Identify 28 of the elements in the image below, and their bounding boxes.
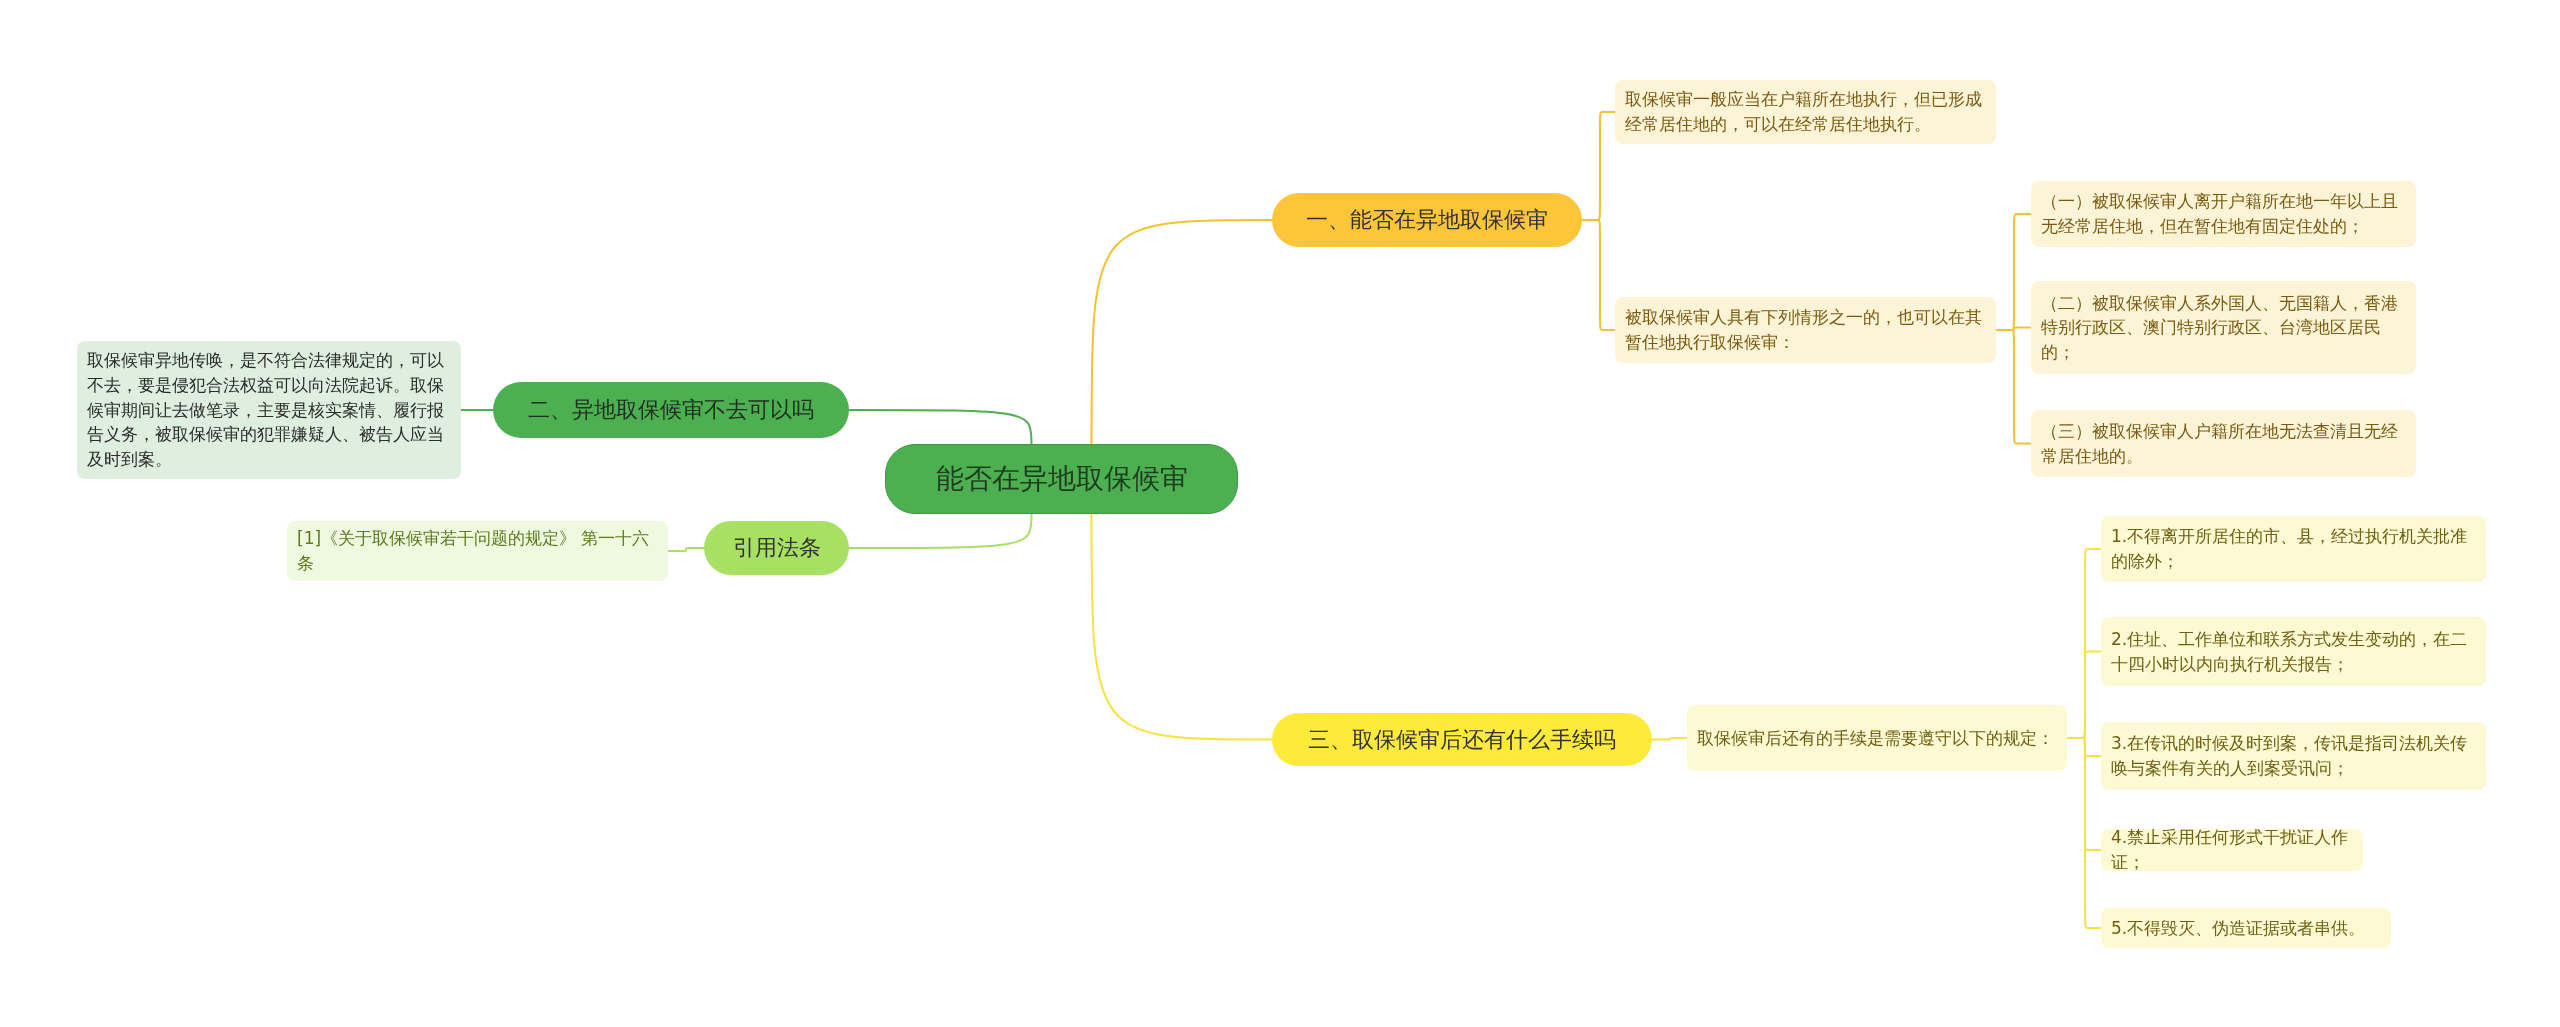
note-card: [1]《关于取保候审若干问题的规定》 第一十六条 bbox=[287, 521, 668, 581]
branch-topic: 一、能否在异地取保候审 bbox=[1272, 193, 1582, 247]
note-card: 被取保候审人具有下列情形之一的，也可以在其暂住地执行取保候审： bbox=[1615, 297, 1996, 363]
connector-line bbox=[460, 409, 494, 411]
note-card: （三）被取保候审人户籍所在地无法查清且无经常居住地的。 bbox=[2031, 410, 2416, 477]
connector-line bbox=[2066, 737, 2102, 929]
note-card: 1.不得离开所居住的市、县，经过执行机关批准的除外； bbox=[2101, 516, 2486, 582]
connector-line bbox=[1581, 219, 1616, 331]
note-card: 取保候审后还有的手续是需要遵守以下的规定： bbox=[1687, 705, 2067, 771]
branch-topic: 三、取保候审后还有什么手续吗 bbox=[1272, 713, 1652, 766]
note-card: 取保候审一般应当在户籍所在地执行，但已形成经常居住地的，可以在经常居住地执行。 bbox=[1615, 80, 1996, 144]
connector-line bbox=[1090, 513, 1273, 741]
connector-line bbox=[1090, 219, 1273, 445]
note-card: 取保候审异地传唤，是不符合法律规定的，可以不去，要是侵犯合法权益可以向法院起诉。取保候审期间让去做笔录，主要是核实案情、履行报告义务，被取保候审的犯罪嫌疑人、被告人应当及时到案。 bbox=[77, 341, 461, 479]
note-card: （一）被取保候审人离开户籍所在地一年以上且无经常居住地，但在暂住地有固定住处的； bbox=[2031, 181, 2416, 247]
connector-line bbox=[848, 513, 1033, 549]
note-card: 3.在传讯的时候及时到案，传讯是指司法机关传唤与案件有关的人到案受讯问； bbox=[2101, 722, 2486, 790]
branch-topic: 二、异地取保候审不去可以吗 bbox=[493, 382, 849, 438]
connector-line bbox=[1651, 737, 1688, 741]
note-card: （二）被取保候审人系外国人、无国籍人，香港特别行政区、澳门特别行政区、台湾地区居民的； bbox=[2031, 281, 2416, 374]
note-card: 4.禁止采用任何形式干扰证人作证； bbox=[2101, 829, 2363, 871]
central-topic: 能否在异地取保候审 bbox=[885, 444, 1238, 514]
connector-line bbox=[1995, 329, 2032, 445]
connector-line bbox=[667, 547, 705, 552]
note-card: 5.不得毁灭、伪造证据或者串供。 bbox=[2101, 908, 2391, 948]
branch-topic: 引用法条 bbox=[704, 521, 849, 575]
connector-line bbox=[848, 409, 1033, 445]
note-card: 2.住址、工作单位和联系方式发生变动的，在二十四小时以内向执行机关报告； bbox=[2101, 617, 2486, 686]
